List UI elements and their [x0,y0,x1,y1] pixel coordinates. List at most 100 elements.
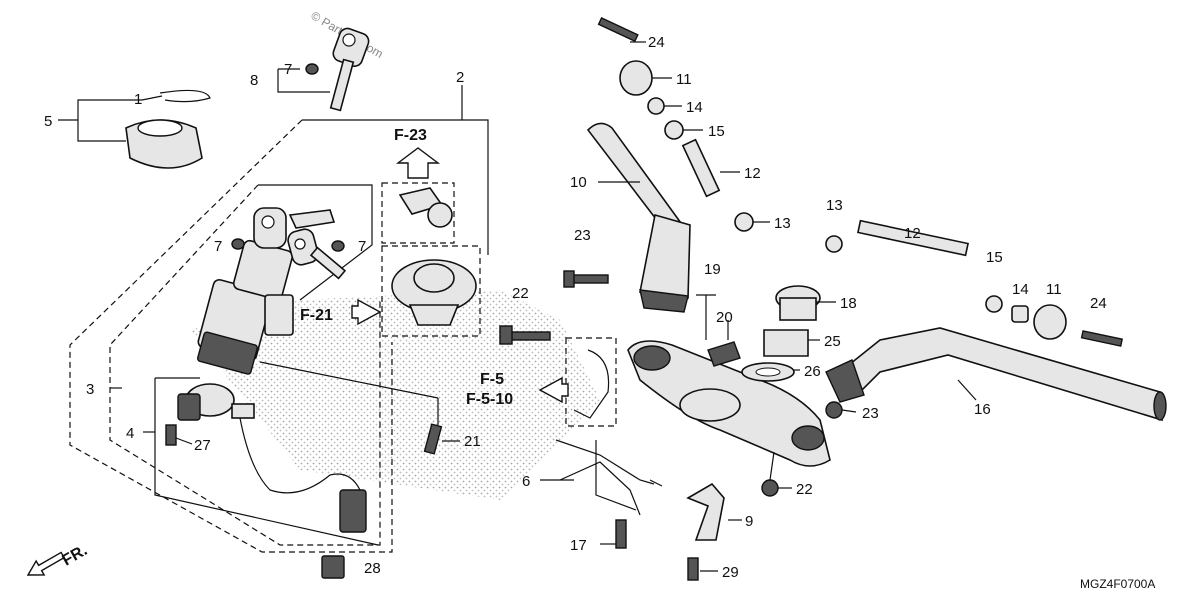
bolt-22-left [509,331,551,341]
bolt-22-right [761,479,779,497]
f21-parts-frame [381,245,481,337]
screw-21 [423,423,443,455]
f23-parts-frame [381,182,455,244]
bracket-9 [686,482,725,541]
stay-bracket-6 [555,439,663,516]
bolt-24-top [597,16,639,43]
callout-20: 20 [716,309,733,326]
screw-29 [687,557,699,581]
bolt-22-left-head [499,325,513,345]
callout-3: 3 [86,381,94,398]
f5-bracket [573,349,610,419]
callout-2: 2 [456,69,464,86]
callout-10: 10 [570,174,587,191]
handlebar-left-clamp [639,213,691,299]
callout-13-top: 13 [774,215,791,232]
f5-arrow [538,376,569,404]
ignition-keys [253,207,347,280]
callout-13-right: 13 [826,197,843,214]
collar-14-right [1011,305,1029,323]
switch-sensor [177,383,255,421]
callout-23-left: 23 [574,227,591,244]
harness-connector [339,489,367,533]
callout-18: 18 [840,295,857,312]
lock-cylinder-end [427,202,453,228]
callout-26: 26 [804,363,821,380]
handlebar-right-clamp [825,359,865,403]
leader-6-bracket [595,440,637,511]
callout-6: 6 [522,473,530,490]
callout-21: 21 [464,433,481,450]
callout-11-right: 11 [1046,281,1062,298]
callout-14-top: 14 [686,99,703,116]
callout-4: 4 [126,425,134,442]
leader-1 [141,95,163,101]
leader-27 [175,437,193,445]
shaft-12-top [681,138,721,198]
diagram-code: MGZ4F0700A [1080,577,1155,591]
callout-24-right: 24 [1090,295,1107,312]
ignition-switch-body [197,239,294,375]
cover-bore [137,119,183,137]
callout-15-right: 15 [986,249,1003,266]
bolt-23-left [569,274,609,284]
callout-19: 19 [704,261,721,278]
callout-23-right: 23 [862,405,879,422]
collar-14-top [647,97,665,115]
washer-20 [707,341,741,367]
screw-17 [615,519,627,549]
callout-17: 17 [570,537,587,554]
callout-22-left: 22 [512,285,529,302]
callout-12-right: 12 [904,225,921,242]
callout-11-top: 11 [676,71,692,88]
bolt-22-right-axis [769,451,775,481]
front-arrow [26,551,66,576]
f23-arrow [395,147,441,179]
handlebar-right-end [1153,391,1167,421]
grommet-7-left [231,238,245,250]
clip-28 [321,555,345,579]
bar-end-weight-11-right [1033,304,1067,340]
fuel-cap-key-boss [413,263,455,293]
shaft-12-right [857,219,969,257]
callout-14-right: 14 [1012,281,1029,298]
nut-25 [763,329,809,357]
retaining-clip [159,89,211,103]
key-blank-top [329,27,370,112]
callout-29: 29 [722,564,739,581]
leader-16 [957,379,977,401]
fuel-cap-base [408,304,460,326]
shading-region [190,290,600,500]
f21-arrow [351,298,382,326]
assembly-3-outline [69,119,393,553]
bar-end-weight-11-top [619,60,653,96]
callout-7-top: 7 [284,61,292,78]
nut-13-right [825,235,843,253]
f5-parts-frame [565,337,617,427]
wire-harness [239,417,361,494]
callout-22-right: 22 [796,481,813,498]
callout-16: 16 [974,401,991,418]
assembly-inner-outline [109,184,381,546]
ref-f5: F-5 [480,371,504,388]
front-arrow-label: FR. [60,542,91,570]
grommet-7-top [305,63,319,75]
callout-1: 1 [134,91,142,108]
callout-5: 5 [44,113,52,130]
callout-27: 27 [194,437,211,454]
leader-8-bracket [277,69,330,93]
washer-26-hole [755,367,781,377]
ref-f23: F-23 [394,127,427,144]
callout-7-left: 7 [214,238,222,255]
bolt-24-right [1080,330,1124,347]
assembly-2-bracket [302,119,489,255]
leader-23b [841,409,857,413]
top-bridge [627,340,831,467]
ref-f510: F-5-10 [466,391,513,408]
callout-28: 28 [364,560,381,577]
callout-12-top: 12 [744,165,761,182]
callout-25: 25 [824,333,841,350]
callout-9: 9 [745,513,753,530]
